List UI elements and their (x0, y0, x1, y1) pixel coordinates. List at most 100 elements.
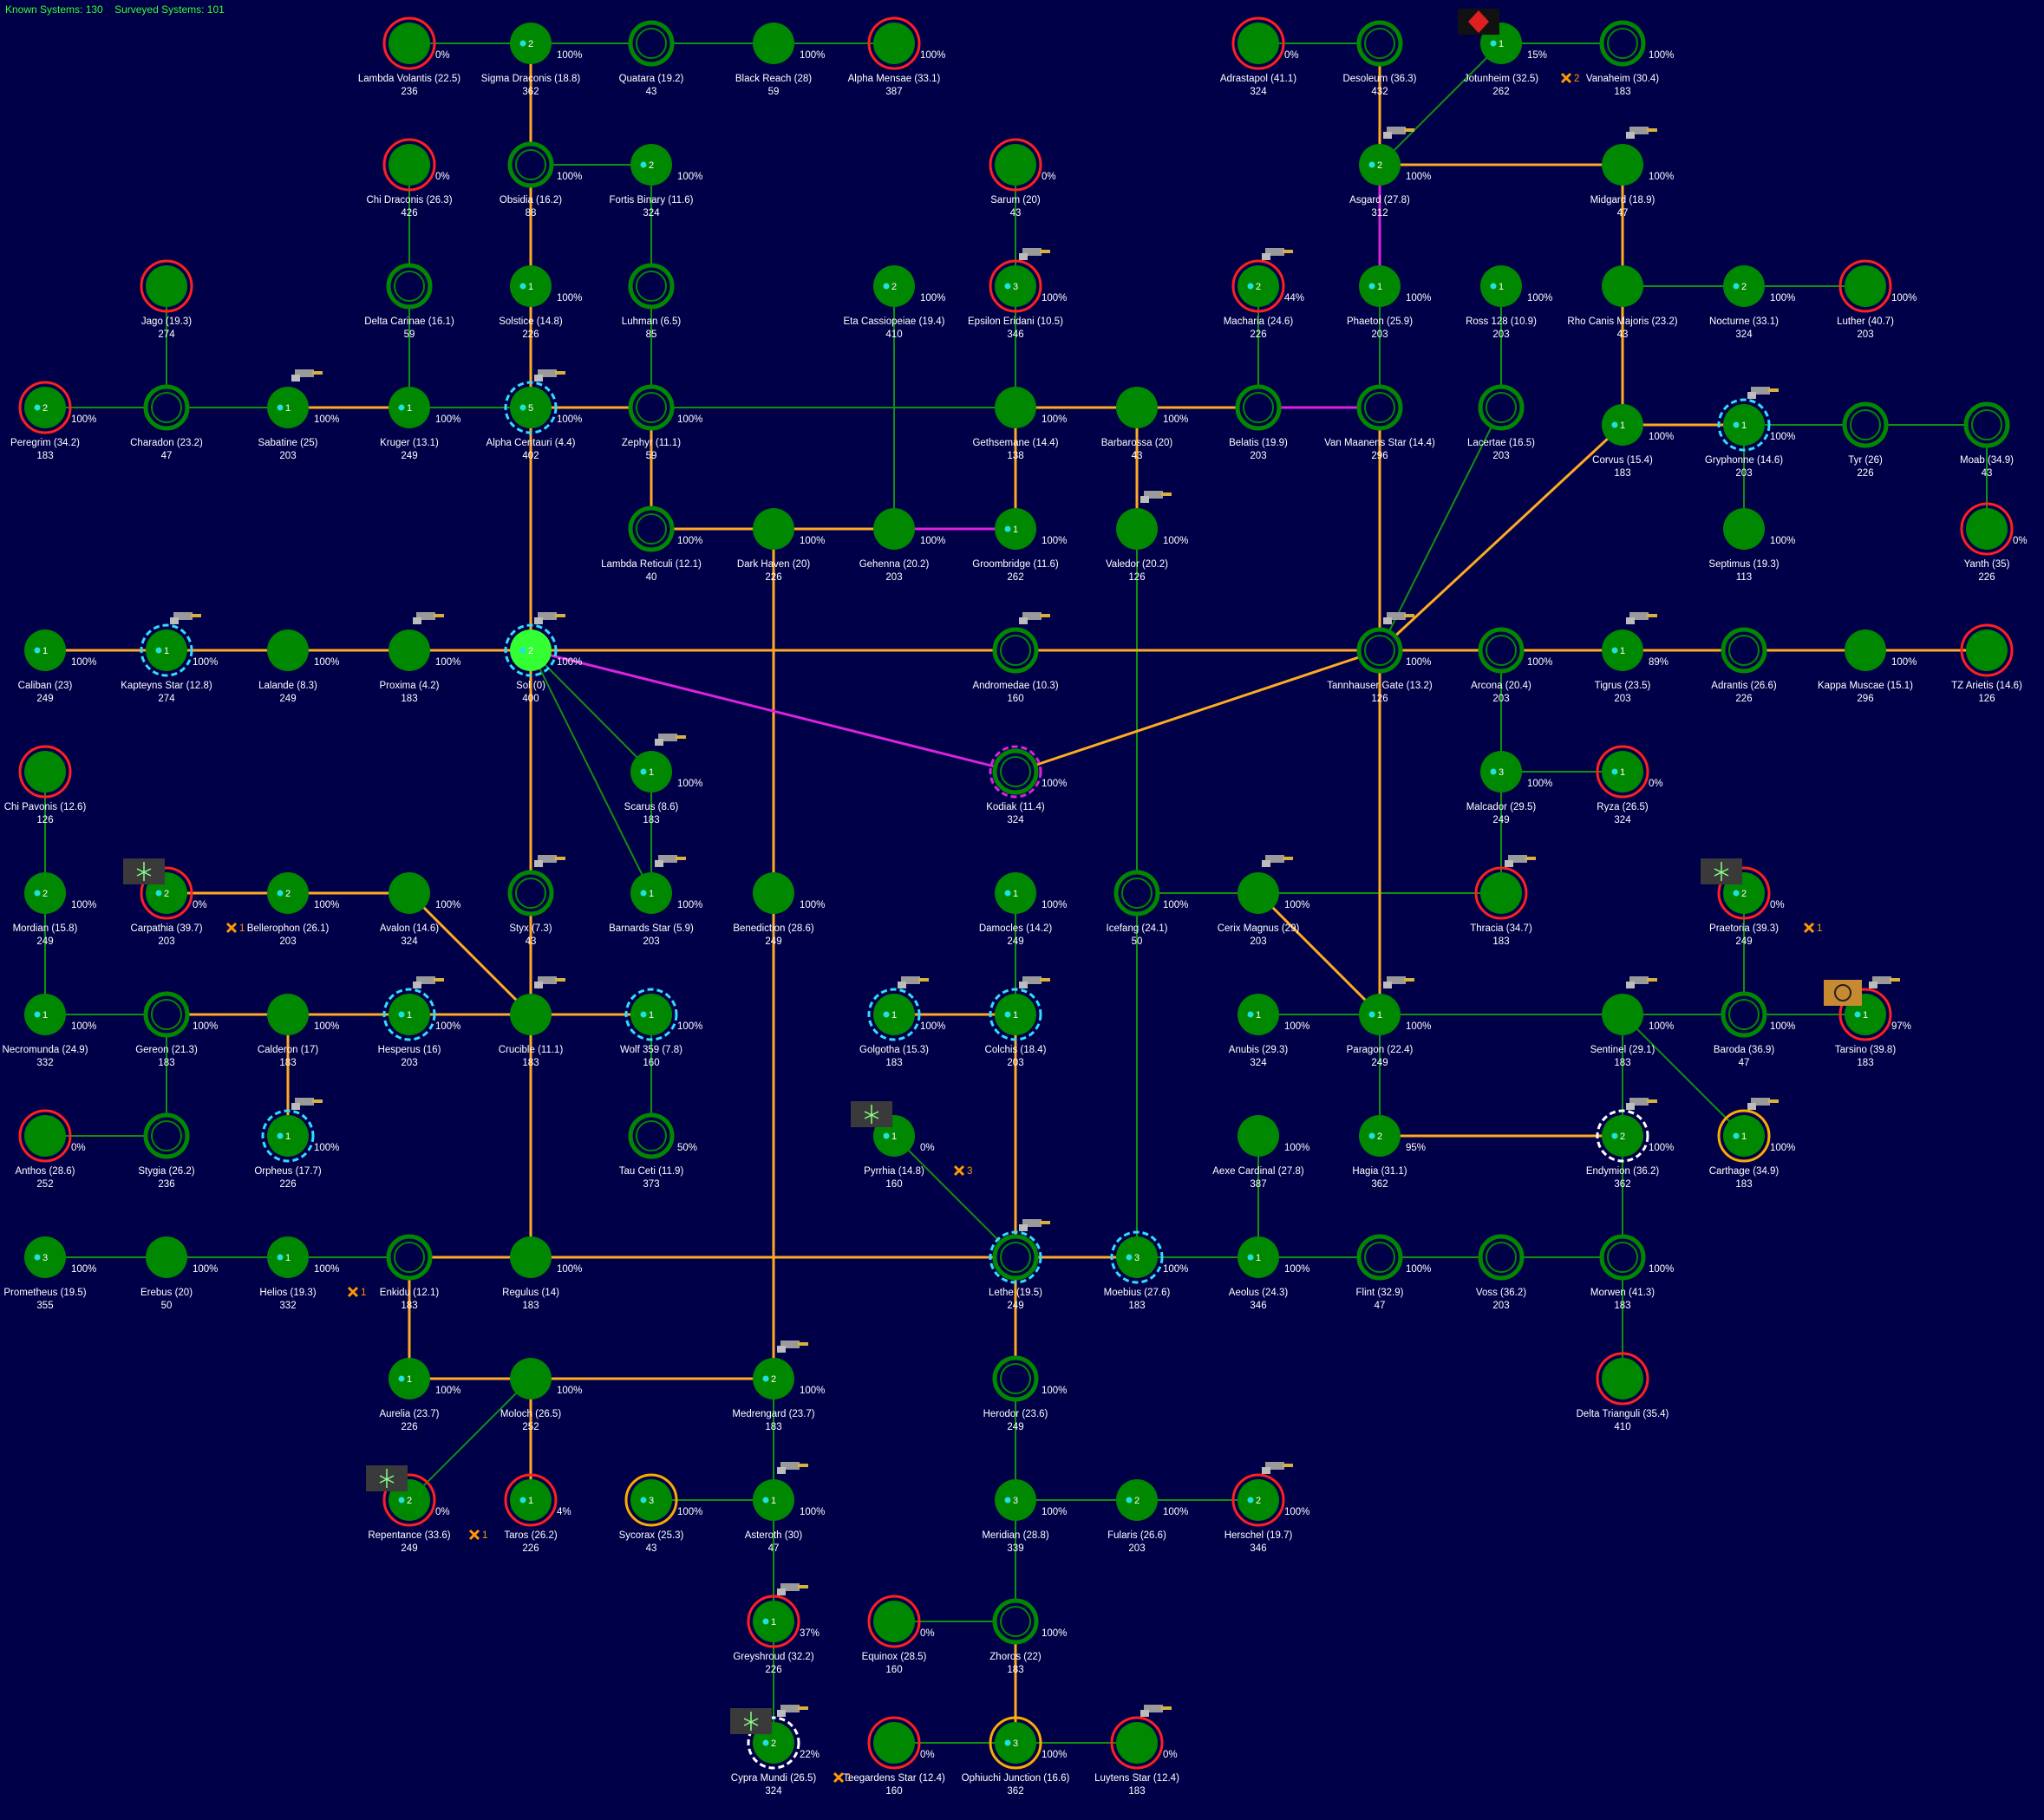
system-star[interactable] (267, 387, 309, 428)
system-star[interactable] (389, 23, 430, 64)
ship-icon[interactable] (1140, 1705, 1172, 1717)
system-star[interactable] (1602, 751, 1643, 793)
system-star[interactable] (24, 872, 66, 914)
system-star[interactable] (1602, 629, 1643, 671)
star-system-lacertae[interactable]: Lacertae (16.5)203 (1467, 384, 1535, 461)
system-star[interactable] (873, 265, 915, 307)
star-system-andromedae[interactable]: Andromedae (10.3)160 (972, 627, 1059, 704)
system-star[interactable] (389, 629, 430, 671)
system-star[interactable] (389, 387, 430, 428)
star-system-delta-carinae[interactable]: Delta Carinae (16.1)59 (364, 263, 454, 340)
star-system-quatara[interactable]: Quatara (19.2)43 (619, 20, 684, 97)
ship-icon[interactable] (777, 1583, 808, 1595)
system-star[interactable] (510, 1358, 552, 1399)
ship-icon[interactable] (1262, 855, 1293, 867)
system-star[interactable] (24, 994, 66, 1035)
system-star[interactable] (1845, 629, 1886, 671)
system-star[interactable] (1359, 265, 1401, 307)
ship-icon[interactable] (1383, 612, 1414, 624)
system-star[interactable] (1966, 629, 2008, 671)
system-star[interactable] (267, 1115, 309, 1157)
system-star[interactable] (630, 751, 672, 793)
ship-icon[interactable] (1505, 855, 1536, 867)
ship-icon[interactable] (1626, 976, 1657, 988)
star-system-tyr[interactable]: Tyr (26)226 (1842, 401, 1889, 479)
system-star[interactable] (995, 1479, 1036, 1521)
star-system-voss[interactable]: Voss (36.2)203 (1476, 1234, 1526, 1311)
system-star[interactable] (24, 751, 66, 793)
system-star[interactable] (510, 629, 552, 671)
ship-icon[interactable] (898, 976, 929, 988)
system-star[interactable] (1723, 508, 1765, 550)
ship-icon[interactable] (1626, 612, 1657, 624)
system-star[interactable] (1238, 994, 1279, 1035)
system-star[interactable] (1602, 1115, 1643, 1157)
system-star[interactable] (753, 1479, 794, 1521)
system-star[interactable] (146, 265, 187, 307)
system-star[interactable] (1238, 872, 1279, 914)
system-star[interactable] (1480, 265, 1522, 307)
ship-icon[interactable] (655, 855, 686, 867)
system-star[interactable] (510, 994, 552, 1035)
system-star[interactable] (1966, 508, 2008, 550)
system-star[interactable] (1602, 1358, 1643, 1399)
star-system-moab[interactable]: Moab (34.9)43 (1960, 401, 2014, 479)
system-star[interactable] (1359, 1115, 1401, 1157)
ship-icon[interactable] (777, 1462, 808, 1474)
system-star[interactable] (389, 872, 430, 914)
star-system-charadon[interactable]: Charadon (23.2)47 (130, 384, 203, 461)
ship-icon[interactable] (170, 612, 201, 624)
system-star[interactable] (510, 1236, 552, 1278)
system-star[interactable] (1116, 1479, 1158, 1521)
system-star[interactable] (1723, 404, 1765, 446)
system-star[interactable] (389, 144, 430, 186)
ship-icon[interactable] (534, 855, 565, 867)
star-system-rho-canis-majoris[interactable]: Rho Canis Majoris (23.2)43 (1567, 265, 1678, 340)
star-system-stygia[interactable]: Stygia (26.2)236 (138, 1112, 195, 1190)
system-star[interactable] (1359, 144, 1401, 186)
ruins-icon[interactable] (851, 1101, 892, 1127)
ship-icon[interactable] (534, 976, 565, 988)
system-star[interactable] (1602, 265, 1643, 307)
system-star[interactable] (389, 1358, 430, 1399)
ruins-icon[interactable] (1701, 858, 1742, 884)
system-star[interactable] (1238, 1115, 1279, 1157)
